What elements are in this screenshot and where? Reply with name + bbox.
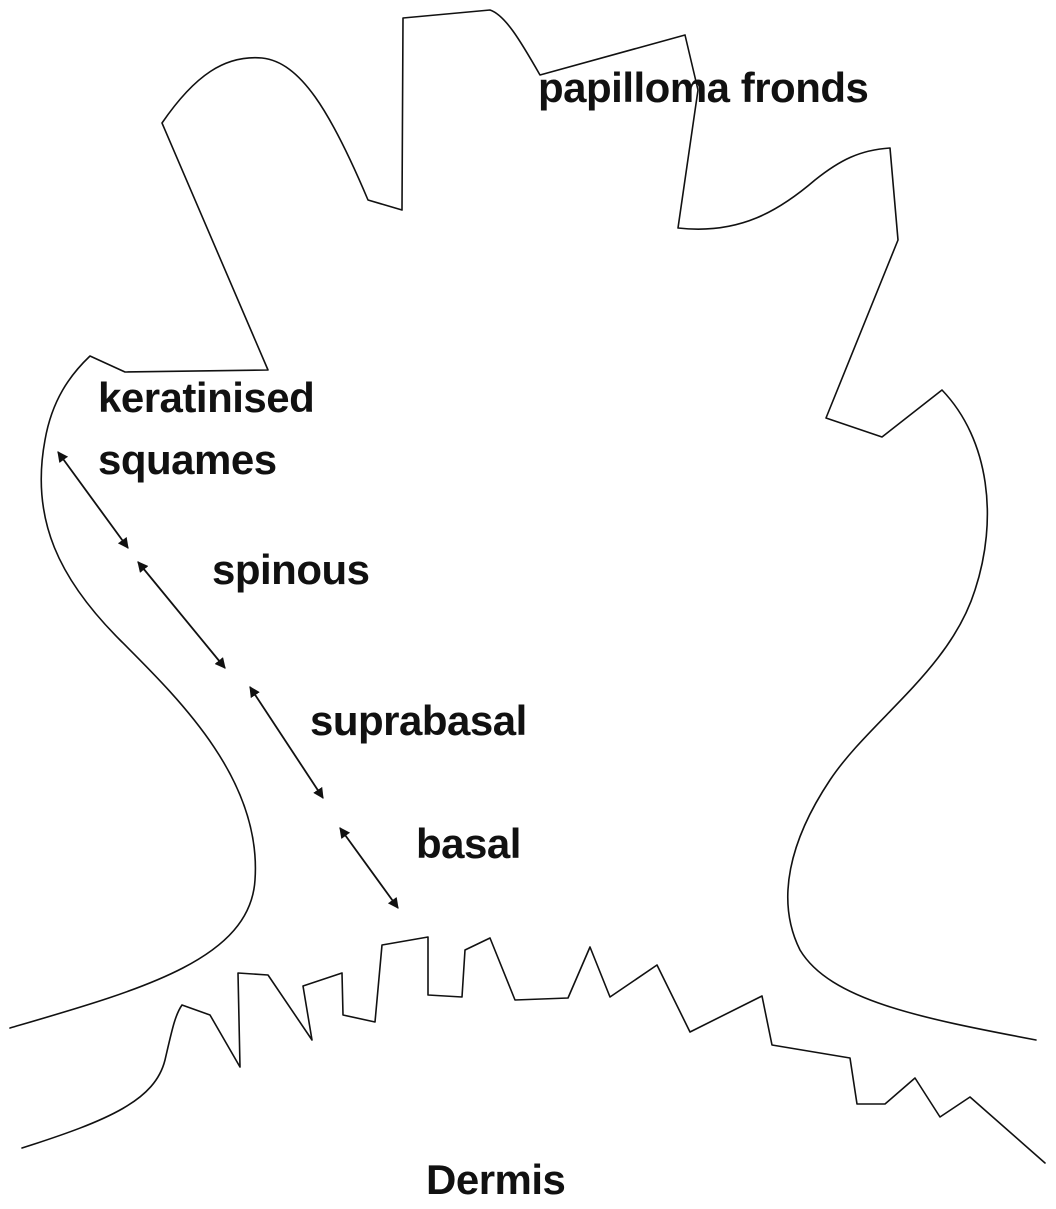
arrow-basal <box>340 828 398 908</box>
label-spinous: spinous <box>212 546 370 594</box>
label-basal: basal <box>416 820 521 868</box>
label-keratinised: keratinised <box>98 374 314 422</box>
label-squames: squames <box>98 436 277 484</box>
papilloma-outline <box>10 10 1036 1040</box>
label-dermis: Dermis <box>426 1156 565 1204</box>
label-suprabasal: suprabasal <box>310 697 527 745</box>
label-papilloma-fronds: papilloma fronds <box>538 64 868 112</box>
